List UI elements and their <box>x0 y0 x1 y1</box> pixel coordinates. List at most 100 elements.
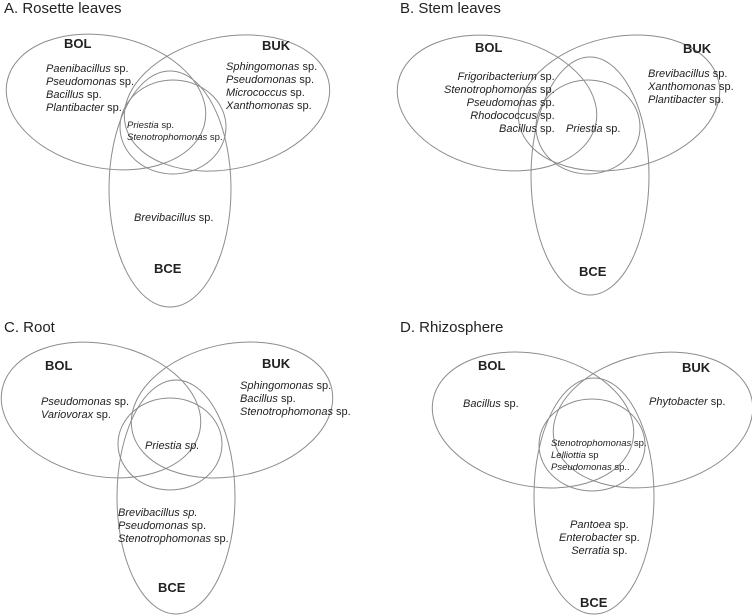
species-entry: Rhodococcus sp. <box>444 110 555 123</box>
species-entry: Bacillus sp. <box>463 398 519 411</box>
species-entry: Stenotrophomonas sp. <box>118 533 229 546</box>
panel-title-root: C. Root <box>4 319 55 336</box>
species-genus: Stenotrophomonas <box>444 84 537 96</box>
species-suffix: sp. <box>313 380 332 392</box>
species-genus: Bacillus <box>46 89 84 101</box>
set-label-bol: BOL <box>478 358 506 373</box>
species-entry: Phytobacter sp. <box>649 396 725 409</box>
species-genus: Sphingomonas <box>226 61 300 73</box>
species-suffix: sp.. <box>611 462 630 473</box>
set-label-bol: BOL <box>45 358 73 373</box>
venn-circle-center-d <box>538 398 646 492</box>
species-entry: Frigoribacterium sp. <box>444 71 555 84</box>
species-entry: Pseudomonas sp. <box>444 97 555 110</box>
species-entry: Sphingomonas sp. <box>226 61 317 74</box>
species-genus: Priestia <box>127 120 159 131</box>
species-list-buk-only: Brevibacillus sp.Xanthomonas sp.Plantiba… <box>648 68 734 107</box>
species-entry: Variovorax sp. <box>41 409 129 422</box>
species-genus: Sphingomonas <box>240 380 314 392</box>
species-list-shared-center: Priestia sp.Stenotrophomonas sp. <box>127 120 223 144</box>
set-label-buk: BUK <box>262 356 291 371</box>
species-suffix: sp. <box>299 61 318 73</box>
species-list-buk-only: Sphingomonas sp.Pseudomonas sp.Micrococc… <box>226 61 317 113</box>
species-entry: Stenotrophomonas sp. <box>240 406 351 419</box>
panel-title-stem-leaves: B. Stem leaves <box>400 0 501 17</box>
species-entry: Priestia sp. <box>566 123 620 136</box>
species-suffix: sp. <box>83 89 102 101</box>
species-genus: Stenotrophomonas <box>118 533 211 545</box>
species-suffix: sp. <box>536 123 555 135</box>
species-suffix: sp. <box>706 94 724 106</box>
species-suffix: sp. <box>296 74 315 86</box>
species-genus: Pseudomonas <box>46 76 117 88</box>
species-genus: Lelliottia <box>551 450 586 461</box>
species-genus: Plantibacter <box>648 94 707 106</box>
species-list-bol-only: Bacillus sp. <box>463 398 519 411</box>
species-genus: Pseudomonas <box>226 74 297 86</box>
species-entry: Pseudomonas sp. <box>46 76 134 89</box>
species-suffix: sp. <box>631 438 647 449</box>
species-entry: Priestia sp. <box>127 120 223 132</box>
venn-circle-bol-b <box>396 34 598 172</box>
species-suffix: sp. <box>709 68 728 80</box>
species-genus: Stenotrophomonas <box>127 132 208 143</box>
species-suffix: sp. <box>104 102 122 114</box>
species-list-buk-only: Phytobacter sp. <box>649 396 725 409</box>
species-list-shared-center: Priestia sp. <box>145 440 199 453</box>
set-label-bol: BOL <box>64 36 92 51</box>
species-genus: Serratia <box>571 545 610 557</box>
species-genus: Stenotrophomonas <box>551 438 632 449</box>
species-genus: Phytobacter <box>649 396 708 408</box>
species-genus: Pseudomonas <box>551 462 612 473</box>
species-suffix: sp. <box>536 71 555 83</box>
species-suffix: sp. <box>195 212 214 224</box>
set-label-bce: BCE <box>580 595 608 610</box>
species-genus: Pseudomonas <box>466 97 537 109</box>
venn-circle-center-a <box>119 79 227 175</box>
species-suffix: sp. <box>536 110 555 122</box>
venn-circle-bce-a <box>108 70 232 308</box>
species-genus: Xanthomonas <box>226 100 294 112</box>
species-suffix: sp. <box>277 393 296 405</box>
species-genus: Plantibacter <box>46 102 105 114</box>
species-suffix: sp. <box>602 123 621 135</box>
venn-circle-bol-d <box>431 351 635 489</box>
species-entry: Stenotrophomonas sp. <box>551 438 647 450</box>
species-list-bce-only: Brevibacillus sp.Pseudomonas sp.Stenotro… <box>118 507 229 546</box>
species-entry: Pseudomonas sp. <box>118 520 229 533</box>
species-entry: Brevibacillus sp. <box>118 507 229 520</box>
venn-circle-bol-c <box>0 341 202 479</box>
species-genus: Bacillus <box>240 393 278 405</box>
species-entry: Pseudomonas sp. <box>41 396 129 409</box>
species-entry: Xanthomonas sp. <box>648 81 734 94</box>
species-entry: Serratia sp. <box>559 545 640 558</box>
species-genus: Pseudomonas <box>41 396 112 408</box>
species-entry: Bacillus sp. <box>240 393 351 406</box>
species-entry: Plantibacter sp. <box>648 94 734 107</box>
species-list-buk-only: Sphingomonas sp.Bacillus sp.Stenotrophom… <box>240 380 351 419</box>
panel-title-rosette-leaves: A. Rosette leaves <box>4 0 122 17</box>
species-genus: Rhodococcus <box>470 110 537 122</box>
species-genus: Bacillus <box>499 123 537 135</box>
species-genus: Paenibacillus <box>46 63 111 75</box>
venn-circle-buk-b <box>517 34 721 172</box>
species-entry: Brevibacillus sp. <box>648 68 734 81</box>
species-genus: Xanthomonas <box>648 81 716 93</box>
species-suffix: sp. <box>207 132 223 143</box>
species-entry: Priestia sp. <box>145 440 199 453</box>
species-entry: Paenibacillus sp. <box>46 63 134 76</box>
species-suffix: sp. <box>111 396 130 408</box>
venn-circle-bce-d <box>533 377 655 615</box>
species-entry: Stenotrophomonas sp. <box>444 84 555 97</box>
species-list-bol-only: Frigoribacterium sp.Stenotrophomonas sp.… <box>444 71 555 136</box>
species-suffix: sp. <box>110 63 129 75</box>
species-entry: Micrococcus sp. <box>226 87 317 100</box>
set-label-buk: BUK <box>682 360 711 375</box>
species-suffix: sp. <box>188 520 207 532</box>
set-label-buk: BUK <box>683 41 712 56</box>
species-genus: Priestia sp. <box>145 440 200 452</box>
species-suffix: sp. <box>287 87 305 99</box>
venn-circle-buk-c <box>130 341 334 479</box>
species-suffix: sp. <box>93 409 111 421</box>
species-suffix: sp. <box>116 76 135 88</box>
